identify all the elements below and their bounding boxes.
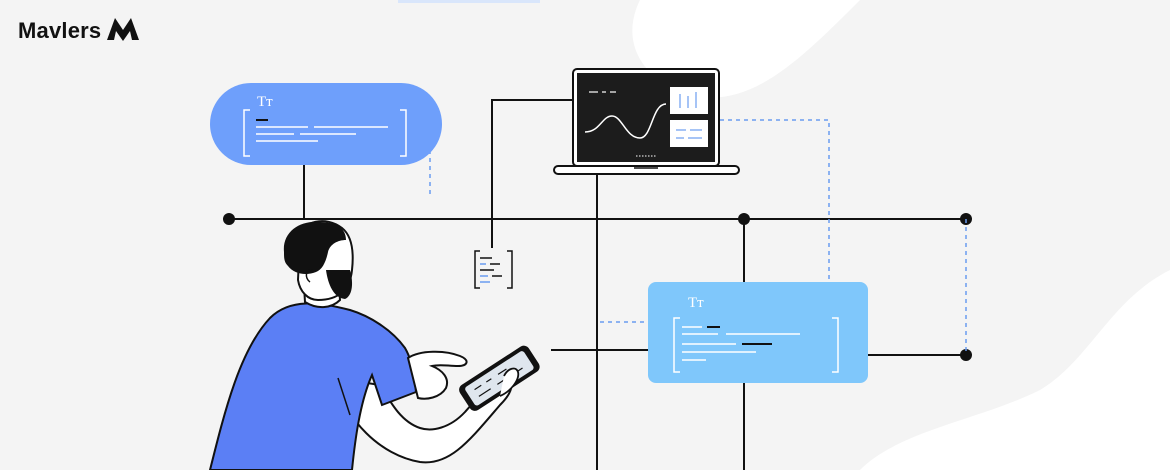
left-text-card [210, 83, 442, 165]
document-icon [474, 250, 513, 289]
left-card-type-glyph: Tт [257, 94, 273, 110]
right-text-card [648, 282, 868, 383]
brand-logo[interactable]: Mavlers [18, 14, 141, 47]
connector-line [491, 99, 575, 248]
mavlers-mark-icon [105, 14, 141, 47]
background-blob-right [860, 270, 1170, 470]
node-dot [223, 213, 235, 225]
person-illustration [208, 220, 540, 470]
right-card-type-glyph: Tт [688, 295, 704, 311]
dashed-connector [720, 119, 830, 284]
laptop-illustration [553, 68, 740, 175]
brand-name: Mavlers [18, 17, 102, 43]
top-strip [398, 0, 540, 3]
